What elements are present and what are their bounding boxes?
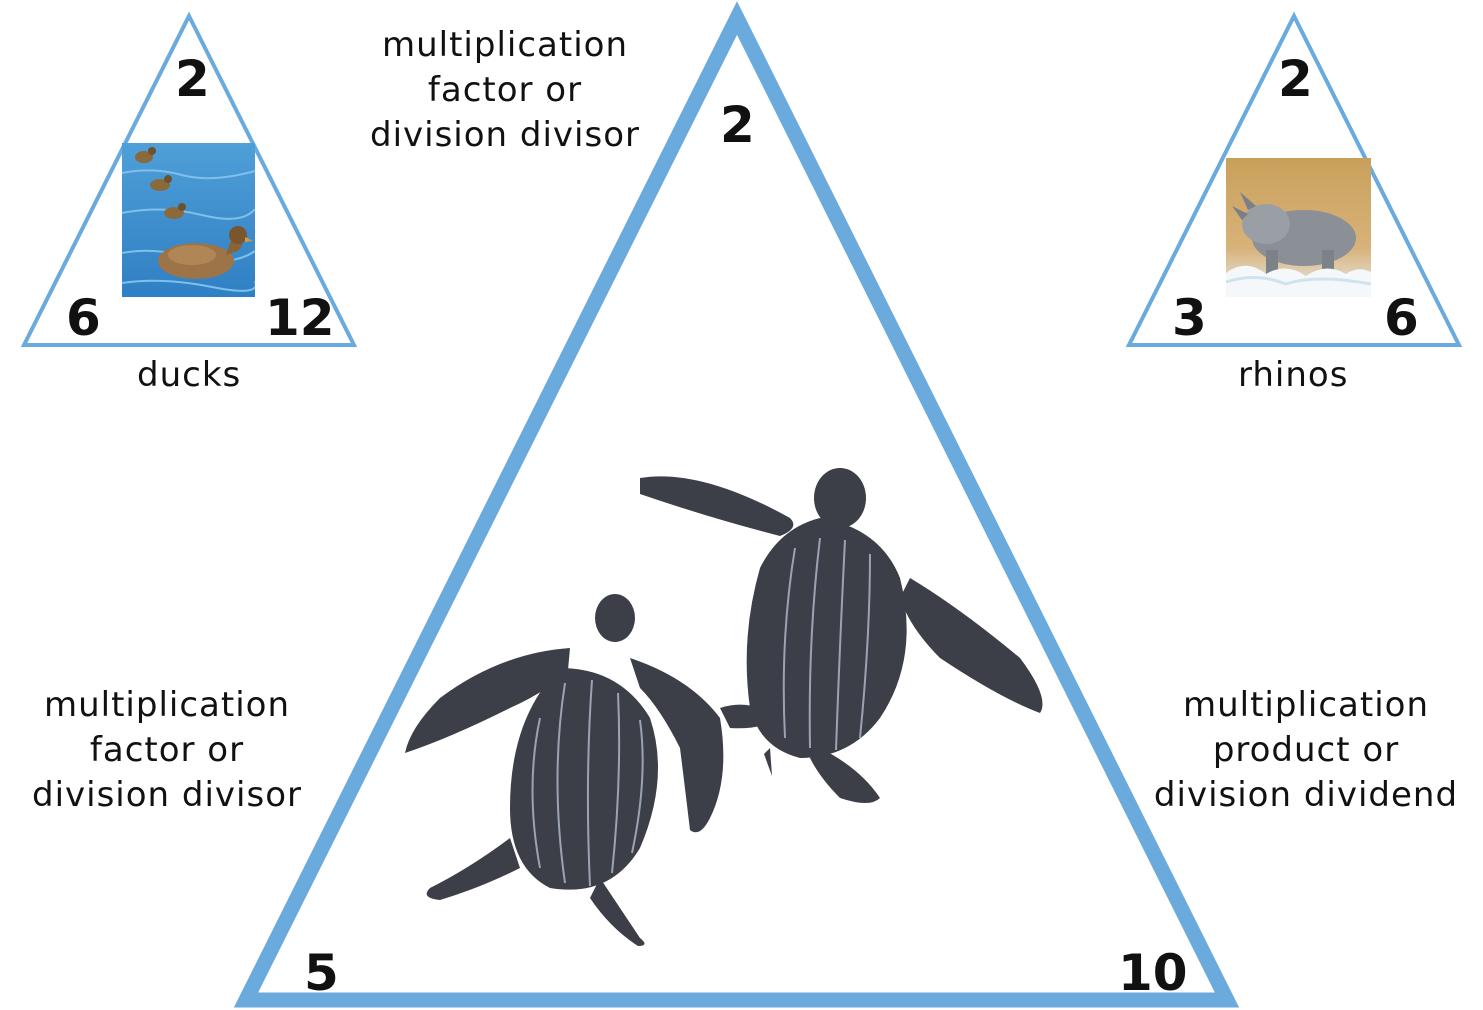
- rhinos-image: [1226, 158, 1371, 297]
- right-label-line-2: product or: [1148, 728, 1464, 773]
- left-label-line-1: multiplication: [22, 683, 312, 728]
- rhinos-left-number: 3: [1172, 293, 1207, 343]
- turtles-image: [400, 458, 1060, 948]
- ducks-left-number: 6: [66, 293, 101, 343]
- top-label-line-2: factor or: [360, 68, 650, 113]
- right-label-line-3: division dividend: [1148, 773, 1464, 818]
- rhinos-caption: rhinos: [1238, 358, 1348, 392]
- rhinos-right-number: 6: [1384, 293, 1419, 343]
- left-vertex-label: multiplication factor or division diviso…: [22, 683, 312, 818]
- left-label-line-3: division divisor: [22, 773, 312, 818]
- main-top-number: 2: [720, 100, 755, 150]
- right-label-line-1: multiplication: [1148, 683, 1464, 728]
- right-vertex-label: multiplication product or division divid…: [1148, 683, 1464, 818]
- ducks-right-number: 12: [265, 293, 335, 343]
- ducks-image: [122, 143, 255, 297]
- main-left-number: 5: [304, 948, 339, 998]
- ducks-top-number: 2: [175, 54, 210, 104]
- left-label-line-2: factor or: [22, 728, 312, 773]
- rhinos-top-number: 2: [1278, 54, 1313, 104]
- main-right-number: 10: [1118, 948, 1188, 998]
- top-label-line-1: multiplication: [360, 23, 650, 68]
- ducks-caption: ducks: [137, 358, 241, 392]
- top-vertex-label: multiplication factor or division diviso…: [360, 23, 650, 158]
- top-label-line-3: division divisor: [360, 113, 650, 158]
